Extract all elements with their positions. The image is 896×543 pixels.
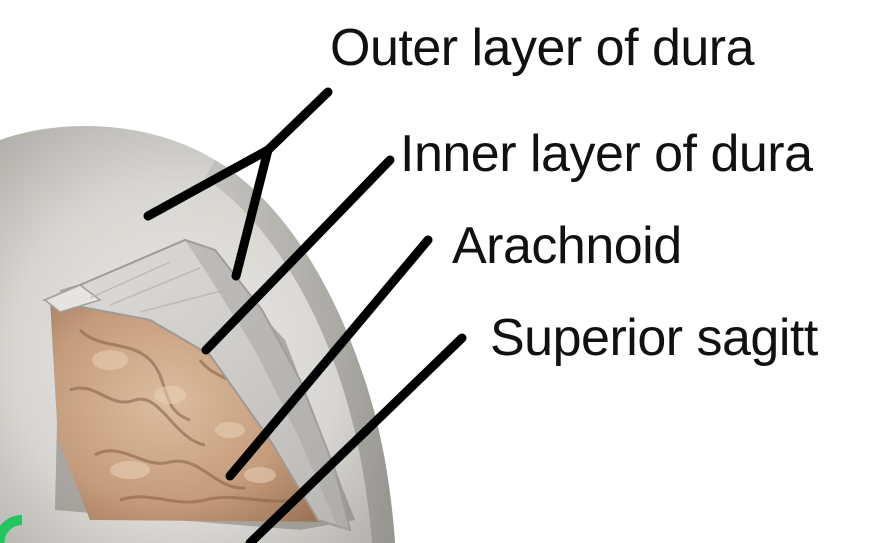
label-arachnoid: Arachnoid	[452, 220, 682, 272]
label-outer-layer-of-dura: Outer layer of dura	[330, 22, 754, 74]
leader-line-outer-dura-a	[268, 92, 328, 150]
label-inner-layer-of-dura: Inner layer of dura	[400, 128, 813, 180]
label-superior-sagittal: Superior sagitt	[490, 312, 818, 364]
